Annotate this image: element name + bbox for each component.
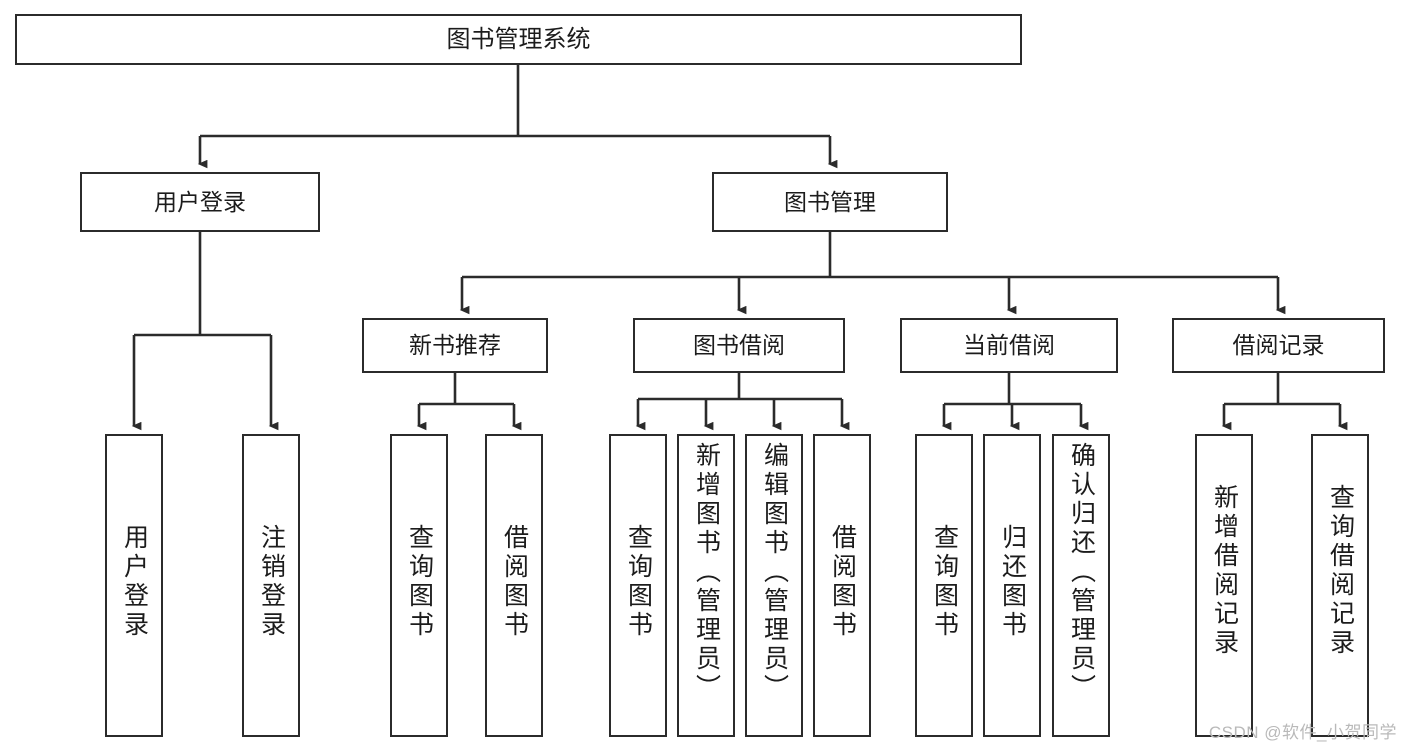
node-current-borrow[interactable]: 当前借阅 [900,318,1118,373]
leaf-recommend-borrow-book-label: 借阅图书 [500,524,529,640]
leaf-borrow-borrow-book-label: 借阅图书 [828,524,857,640]
leaf-borrow-add-book-admin-label: 新增图书（管理员） [692,442,721,703]
leaf-user-logout-label: 注销登录 [257,524,286,640]
leaf-current-query-book-label: 查询图书 [930,524,959,640]
leaf-user-login[interactable]: 用户登录 [105,434,163,737]
leaf-record-add-record-label: 新增借阅记录 [1210,484,1239,658]
leaf-record-add-record[interactable]: 新增借阅记录 [1195,434,1253,737]
leaf-record-query-record[interactable]: 查询借阅记录 [1311,434,1369,737]
leaf-current-query-book[interactable]: 查询图书 [915,434,973,737]
leaf-borrow-query-book-label: 查询图书 [624,524,653,640]
leaf-user-login-label: 用户登录 [120,524,149,640]
leaf-record-query-record-label: 查询借阅记录 [1326,484,1355,658]
node-new-book-recommend-label: 新书推荐 [409,332,501,359]
node-user-login-label: 用户登录 [154,188,246,215]
leaf-recommend-query-book-label: 查询图书 [405,524,434,640]
node-user-login[interactable]: 用户登录 [80,172,320,232]
node-borrow-record[interactable]: 借阅记录 [1172,318,1385,373]
leaf-borrow-borrow-book[interactable]: 借阅图书 [813,434,871,737]
leaf-current-return-book[interactable]: 归还图书 [983,434,1041,737]
node-book-borrow[interactable]: 图书借阅 [633,318,845,373]
node-book-management-label: 图书管理 [784,188,876,215]
leaf-user-logout[interactable]: 注销登录 [242,434,300,737]
leaf-borrow-edit-book-admin[interactable]: 编辑图书（管理员） [745,434,803,737]
leaf-borrow-edit-book-admin-label: 编辑图书（管理员） [760,442,789,703]
leaf-borrow-query-book[interactable]: 查询图书 [609,434,667,737]
node-new-book-recommend[interactable]: 新书推荐 [362,318,548,373]
leaf-recommend-query-book[interactable]: 查询图书 [390,434,448,737]
node-root[interactable]: 图书管理系统 [15,14,1022,65]
node-book-borrow-label: 图书借阅 [693,332,785,359]
node-current-borrow-label: 当前借阅 [963,332,1055,359]
leaf-recommend-borrow-book[interactable]: 借阅图书 [485,434,543,737]
node-borrow-record-label: 借阅记录 [1232,332,1325,359]
leaf-current-confirm-return-admin[interactable]: 确认归还（管理员） [1052,434,1110,737]
leaf-borrow-add-book-admin[interactable]: 新增图书（管理员） [677,434,735,737]
leaf-current-confirm-return-admin-label: 确认归还（管理员） [1067,442,1096,703]
node-book-management[interactable]: 图书管理 [712,172,948,232]
leaf-current-return-book-label: 归还图书 [998,524,1027,640]
node-root-label: 图书管理系统 [446,25,591,53]
watermark: CSDN @软件_小贺同学 [1208,723,1397,742]
